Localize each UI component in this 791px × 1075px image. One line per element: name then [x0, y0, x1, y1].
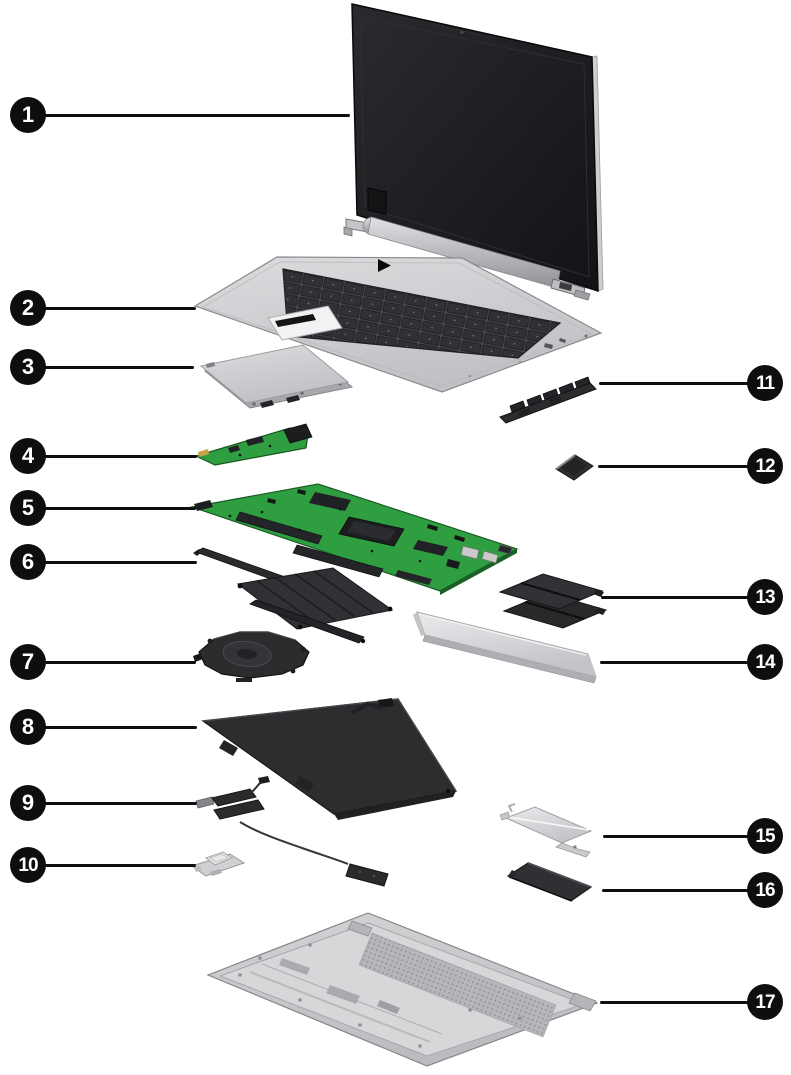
callout-line-1 [42, 114, 350, 117]
part-io-board [194, 423, 313, 466]
callout-badge-13: 13 [747, 579, 783, 615]
part-battery [201, 698, 458, 820]
callout-line-2 [42, 307, 196, 310]
callout-badge-2: 2 [10, 290, 46, 326]
callout-line-4 [42, 455, 197, 458]
part-card-module [555, 454, 594, 481]
callout-line-16 [602, 889, 751, 892]
part-touchpad [199, 344, 354, 409]
callout-badge-14: 14 [747, 644, 783, 680]
callout-badge-6: 6 [10, 544, 46, 580]
part-bottom-cover [206, 912, 599, 1067]
part-speakers [195, 776, 389, 887]
callout-badge-1: 1 [10, 97, 46, 133]
part-ssd-bracket [499, 803, 593, 858]
callout-badge-3: 3 [10, 349, 46, 385]
part-shield-plate [413, 611, 597, 684]
callout-line-7 [42, 661, 196, 664]
callout-badge-7: 7 [10, 644, 46, 680]
callout-line-5 [42, 507, 196, 510]
part-top-cover-keyboard [193, 256, 603, 393]
part-fan [193, 631, 310, 682]
callout-line-14 [600, 661, 751, 664]
callout-badge-10: 10 [10, 847, 46, 883]
callout-line-17 [600, 1001, 751, 1004]
part-system-board [189, 483, 519, 595]
callout-line-6 [42, 561, 197, 564]
callout-badge-15: 15 [747, 818, 783, 854]
callout-line-8 [42, 726, 197, 729]
callout-badge-5: 5 [10, 490, 46, 526]
part-ssd-shields [498, 573, 608, 629]
callout-badge-16: 16 [747, 872, 783, 908]
callout-line-3 [42, 366, 194, 369]
part-heat-sink [193, 547, 394, 644]
callout-badge-11: 11 [747, 365, 783, 401]
callout-line-13 [601, 596, 751, 599]
callout-badge-12: 12 [747, 448, 783, 484]
callout-badge-17: 17 [747, 984, 783, 1020]
callout-badge-4: 4 [10, 438, 46, 474]
part-solid-state-drive [506, 862, 593, 902]
callout-badge-8: 8 [10, 709, 46, 745]
part-hinge-cover-bracket [499, 376, 597, 424]
callout-line-9 [42, 802, 197, 805]
callout-line-12 [598, 465, 751, 468]
part-fingerprint-board [190, 851, 246, 877]
callout-line-11 [599, 382, 751, 385]
callout-badge-9: 9 [10, 785, 46, 821]
callout-line-10 [42, 864, 196, 867]
callout-line-15 [603, 835, 751, 838]
part-display-assembly [343, 3, 604, 301]
